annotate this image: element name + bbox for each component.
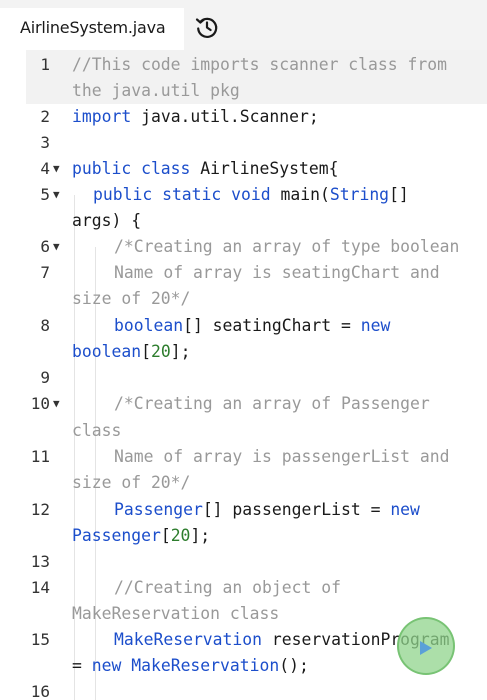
code-editor[interactable]: 1 2 3 4 5 6 7 8 9 10 11 12 13 14 15 16 ▼… — [0, 50, 487, 700]
indent-guide — [74, 195, 75, 700]
line-number: 4 — [40, 159, 50, 178]
line-number: 7 — [40, 263, 50, 282]
line-number: 12 — [30, 500, 50, 519]
line-number: 5 — [40, 185, 50, 204]
line-number: 1 — [40, 55, 50, 74]
code-type: Passenger — [72, 526, 161, 545]
fold-arrow-icon[interactable]: ▼ — [53, 188, 60, 201]
code-type: String — [329, 185, 390, 204]
code-line: Passenger[] passengerList = new — [114, 497, 420, 523]
code-line: = new MakeReservation(); — [72, 653, 309, 679]
code-keyword: new — [91, 656, 122, 675]
code-line: args) { — [72, 211, 142, 230]
code-text: java.util.Scanner; — [131, 107, 319, 126]
code-comment: the java.util pkg — [72, 81, 240, 100]
active-line-highlight — [26, 50, 487, 104]
line-number: 13 — [30, 552, 50, 571]
code-keyword: public class — [72, 159, 191, 178]
code-type: Passenger — [114, 500, 203, 519]
code-comment: /*Creating an array of type boolean — [114, 237, 460, 256]
code-keyword: public static void — [93, 185, 271, 204]
editor-tab-bar: AirlineSystem.java — [0, 0, 487, 50]
code-text: ]; — [190, 526, 211, 545]
code-keyword: boolean — [72, 342, 142, 361]
line-number: 11 — [30, 447, 50, 466]
code-keyword: boolean — [114, 316, 184, 335]
fold-arrow-icon[interactable]: ▼ — [53, 162, 60, 175]
code-comment: Name of array is seatingChart and — [114, 263, 440, 282]
code-text: (); — [279, 656, 309, 675]
code-number: 20 — [170, 526, 191, 545]
code-line: import java.util.Scanner; — [72, 104, 319, 130]
code-text: ]; — [170, 342, 191, 361]
line-number: 2 — [40, 107, 50, 126]
code-keyword: new — [390, 500, 420, 519]
code-text: [] — [389, 185, 409, 204]
code-line: public class AirlineSystem{ — [72, 156, 338, 182]
line-number: 14 — [30, 578, 50, 597]
line-number: 8 — [40, 316, 50, 335]
line-number: 16 — [30, 682, 50, 700]
code-text: [ — [141, 342, 151, 361]
line-number: 6 — [40, 237, 50, 256]
indent-guide — [95, 247, 96, 700]
code-keyword: import — [72, 107, 132, 126]
run-button[interactable] — [397, 617, 455, 675]
line-number: 3 — [40, 133, 50, 152]
code-comment: size of 20*/ — [72, 289, 191, 308]
code-keyword: new — [360, 316, 391, 335]
fold-arrow-icon[interactable]: ▼ — [53, 397, 60, 410]
code-number: 20 — [150, 342, 171, 361]
code-comment: //This code imports scanner class from — [72, 55, 447, 74]
code-text: main( — [270, 185, 330, 204]
code-comment: //Creating an object of — [114, 578, 341, 597]
code-text: AirlineSystem{ — [190, 159, 339, 178]
code-line: Passenger[20]; — [72, 523, 210, 549]
history-button[interactable] — [192, 15, 222, 43]
line-number: 9 — [40, 368, 50, 387]
file-tab[interactable]: AirlineSystem.java — [0, 8, 184, 50]
code-text: [] passengerList = — [202, 500, 391, 519]
history-clock-icon — [194, 14, 220, 44]
fold-arrow-icon[interactable]: ▼ — [53, 240, 60, 253]
code-text: [ — [160, 526, 171, 545]
code-comment: size of 20*/ — [72, 473, 191, 492]
code-line: boolean[] seatingChart = new — [114, 313, 390, 339]
line-number: 15 — [30, 630, 50, 649]
code-line: boolean[20]; — [72, 339, 190, 365]
code-comment: class — [72, 421, 122, 440]
code-text: = — [72, 656, 92, 675]
code-comment: Name of array is passengerList and — [114, 447, 450, 466]
code-comment: MakeReservation class — [72, 604, 280, 623]
code-comment: /*Creating an array of Passenger — [114, 394, 430, 413]
play-icon — [420, 641, 432, 655]
code-line: public static void main(String[] — [93, 182, 409, 208]
code-type: MakeReservation — [121, 656, 280, 675]
code-type: MakeReservation — [114, 630, 263, 649]
file-tab-label: AirlineSystem.java — [20, 18, 166, 37]
line-number: 10 — [30, 394, 50, 413]
code-text: [] seatingChart = — [183, 316, 361, 335]
